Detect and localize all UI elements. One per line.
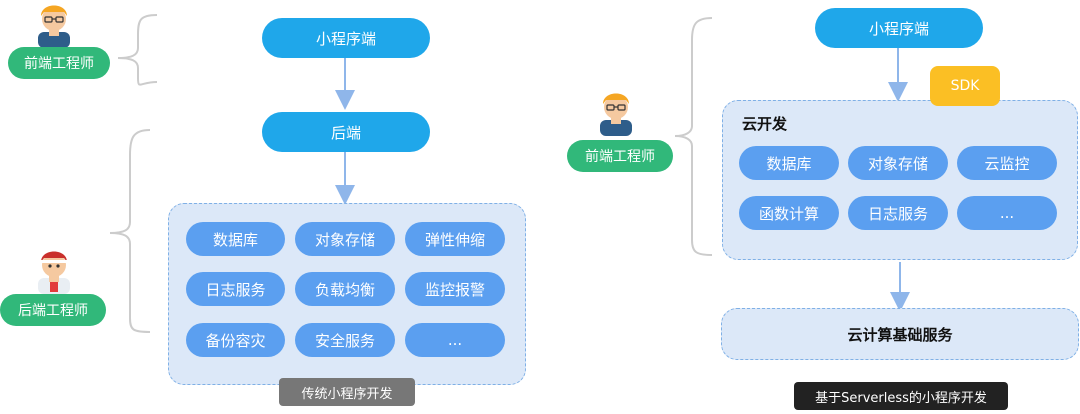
serverless-caption: 基于Serverless的小程序开发 (794, 382, 1008, 410)
service-load-balancing: 负载均衡 (295, 272, 395, 306)
service-object-storage: 对象存储 (295, 222, 395, 256)
service-security: 安全服务 (295, 323, 395, 357)
frontend-engineer-avatar (38, 5, 70, 48)
backend-engineer-label: 后端工程师 (0, 294, 106, 326)
frontend-engineer-avatar-right (600, 93, 632, 136)
frontend-engineer-label: 前端工程师 (8, 47, 110, 79)
cloud-dev-group (722, 100, 1078, 260)
cloud-dev-title: 云开发 (742, 115, 788, 133)
traditional-caption: 传统小程序开发 (279, 378, 415, 406)
cloud-service-monitor: 云监控 (957, 146, 1057, 180)
bracket-backend-left (109, 129, 151, 333)
frontend-engineer-label-right: 前端工程师 (567, 140, 673, 172)
backend-node: 后端 (262, 112, 430, 152)
bracket-frontend-right (674, 17, 713, 256)
miniprogram-node: 小程序端 (262, 18, 430, 58)
backend-engineer-avatar (38, 251, 70, 294)
cloud-base-label: 云计算基础服务 (847, 325, 953, 344)
service-backup-dr: 备份容灾 (186, 323, 285, 357)
cloud-service-functions: 函数计算 (739, 196, 839, 230)
cloud-service-database: 数据库 (739, 146, 839, 180)
cloud-base-services: 云计算基础服务 (721, 308, 1079, 360)
service-database: 数据库 (186, 222, 285, 256)
cloud-service-log: 日志服务 (848, 196, 948, 230)
bracket-frontend-left (117, 14, 158, 86)
miniprogram-node-right: 小程序端 (815, 8, 983, 48)
service-log: 日志服务 (186, 272, 285, 306)
service-more: ... (405, 323, 505, 357)
service-monitoring-alarm: 监控报警 (405, 272, 505, 306)
sdk-badge: SDK (930, 66, 1000, 106)
cloud-service-more: ... (957, 196, 1057, 230)
service-auto-scaling: 弹性伸缩 (405, 222, 505, 256)
cloud-service-object-storage: 对象存储 (848, 146, 948, 180)
